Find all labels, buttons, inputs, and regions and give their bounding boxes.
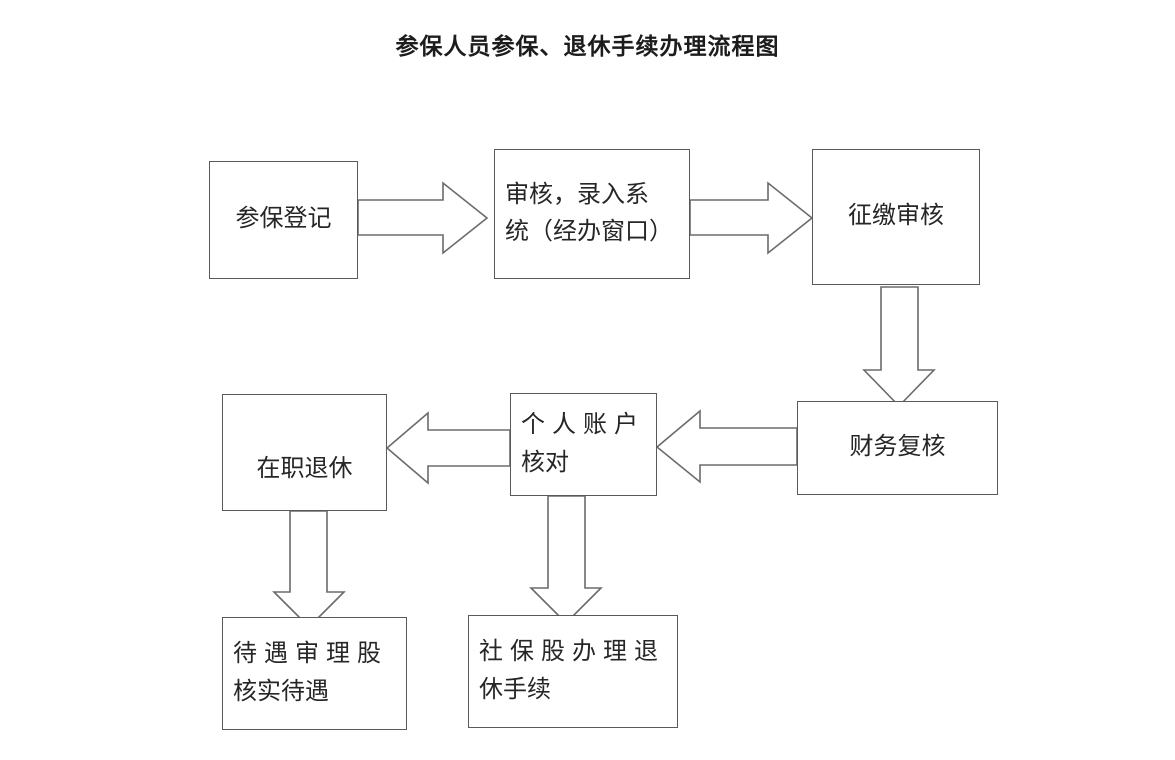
node-label-line: 社保股办理退	[479, 639, 665, 666]
node-zaizhi-tuixiu[interactable]: 在职退休	[222, 394, 387, 511]
node-shenhe-luru[interactable]: 审核，录入系 统（经办窗口）	[494, 149, 690, 279]
node-label-line: 个人账户	[521, 412, 645, 439]
arrow-geren-to-zaizhi	[385, 411, 511, 485]
arrow-shenhe-to-zhengjiao	[689, 181, 814, 255]
node-geren-zhanghu[interactable]: 个人账户 核对	[510, 393, 657, 496]
node-label-line: 核对	[521, 449, 569, 476]
node-label-line: 审核，录入系	[505, 181, 649, 208]
node-caiwu-fuhe[interactable]: 财务复核	[797, 401, 998, 495]
node-label-line: 参保登记	[235, 206, 332, 233]
arrow-caiwu-to-geren	[655, 409, 798, 484]
node-label-line: 统（经办窗口）	[505, 219, 673, 245]
node-zhengjiao-shenhe[interactable]: 征缴审核	[812, 149, 980, 285]
arrow-geren-to-shebao	[529, 495, 603, 625]
node-daiyu-shenli[interactable]: 待遇审理股 核实待遇	[222, 617, 407, 730]
node-label-line: 休手续	[479, 676, 551, 703]
node-canbao-dengji[interactable]: 参保登记	[209, 161, 358, 279]
node-label-line: 待遇审理股	[233, 641, 388, 668]
page-title: 参保人员参保、退休手续办理流程图	[395, 34, 780, 60]
node-shebao-gu[interactable]: 社保股办理退 休手续	[468, 615, 678, 728]
node-label-line: 征缴审核	[848, 203, 944, 230]
node-label-line: 在职退休	[256, 455, 353, 482]
arrow-canbao-to-shenhe	[357, 181, 489, 255]
node-label-line: 核实待遇	[233, 678, 329, 705]
arrow-zhengjiao-to-caiwu	[862, 286, 936, 408]
arrow-zaizhi-to-daiyu	[272, 510, 346, 629]
node-label-line: 财务复核	[849, 434, 946, 461]
